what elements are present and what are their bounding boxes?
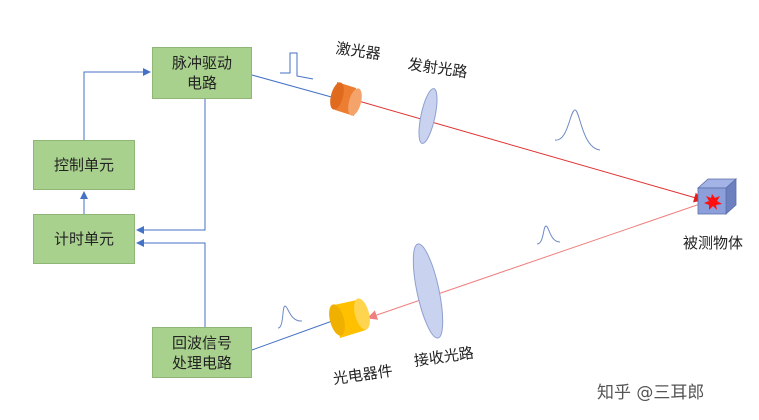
laser-icon bbox=[330, 82, 362, 116]
driver-to-timer-arrow bbox=[136, 99, 206, 234]
watermark: 知乎 @三耳郎 bbox=[597, 383, 705, 403]
emitted-pulse-icon bbox=[554, 109, 601, 151]
control-to-driver-arrow bbox=[83, 68, 151, 140]
control-label: 控制单元 bbox=[53, 156, 114, 174]
impact-burst-icon bbox=[704, 194, 722, 210]
driver-label-line1: 脉冲驱动 bbox=[171, 54, 232, 72]
target-cube-icon bbox=[696, 178, 738, 215]
control-unit-block: 控制单元 bbox=[33, 140, 135, 190]
echo-to-timer-arrow bbox=[136, 239, 206, 327]
rx-lens-icon bbox=[412, 243, 444, 339]
timer-unit-block: 计时单元 bbox=[33, 214, 135, 264]
driver-to-laser-wire bbox=[251, 74, 336, 99]
square-pulse-icon bbox=[280, 52, 314, 80]
detector-icon bbox=[329, 298, 370, 338]
detector-to-echo-wire bbox=[251, 319, 336, 351]
echo-label-line1: 回波信号 bbox=[171, 333, 232, 352]
timer-label: 计时单元 bbox=[53, 230, 114, 248]
echo-processing-block: 回波信号 处理电路 bbox=[152, 327, 252, 378]
pulse-driver-circuit-block: 脉冲驱动 电路 bbox=[152, 47, 252, 99]
emitted-beam bbox=[354, 99, 704, 203]
echo-label-line2: 处理电路 bbox=[171, 353, 232, 372]
driver-label-line2: 电路 bbox=[186, 74, 217, 92]
detected-pulse-icon bbox=[277, 305, 303, 329]
tx-lens-icon bbox=[418, 88, 438, 144]
target-label: 被测物体 bbox=[683, 234, 744, 252]
return-pulse-icon bbox=[536, 225, 561, 245]
